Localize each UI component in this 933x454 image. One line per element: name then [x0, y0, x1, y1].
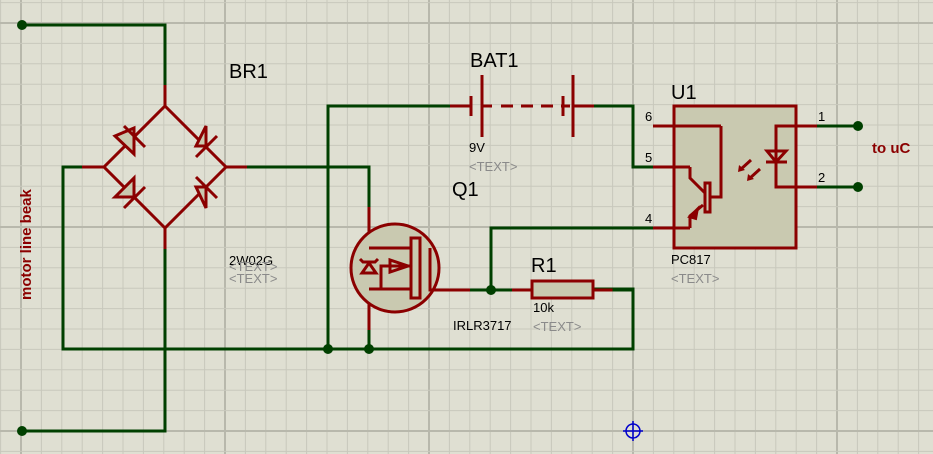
wire-battery-pos[interactable]: [592, 104, 655, 169]
wire-battery-neg[interactable]: [326, 104, 452, 351]
q1-ref: Q1: [452, 179, 479, 201]
q1-value: IRLR3717: [453, 318, 512, 333]
zener-diode-icon: [358, 257, 380, 275]
terminal-uc-1[interactable]: [853, 121, 863, 131]
motor-line-label: motor line beak: [18, 188, 35, 300]
wire-bridge-right[interactable]: [245, 165, 371, 209]
terminal-uc-2[interactable]: [853, 182, 863, 192]
br1-ref: BR1: [229, 61, 268, 83]
r1-text: <TEXT>: [533, 319, 581, 334]
terminal-motor-top[interactable]: [17, 20, 27, 30]
pin-label-1: 1: [818, 109, 825, 124]
light-arrows-icon: [738, 158, 762, 181]
r1-value: 10k: [533, 300, 554, 315]
pin-label-2: 2: [818, 170, 825, 185]
diode-icon: [112, 124, 147, 158]
wire-motor-bottom[interactable]: [20, 247, 167, 433]
pin-label-4: 4: [645, 211, 652, 226]
br1-text: <TEXT>: [229, 271, 277, 286]
br1-text: <TEXT>: [229, 259, 277, 274]
pin-label-5: 5: [645, 150, 652, 165]
battery-bat1[interactable]: BAT1 9V <TEXT>: [450, 50, 594, 174]
wire-pin4[interactable]: [489, 226, 655, 292]
origin-crosshair-icon: [623, 421, 643, 441]
terminal-motor-bottom[interactable]: [17, 426, 27, 436]
u1-value: PC817: [671, 252, 711, 267]
diode-icon: [111, 174, 147, 210]
u1-ref: U1: [671, 82, 697, 104]
wire-motor-top[interactable]: [20, 23, 167, 87]
optocoupler-u1[interactable]: 6 5 4 1 2 U1 PC817 <TEXT>: [645, 82, 825, 286]
u1-text: <TEXT>: [671, 271, 719, 286]
diode-icon: [193, 125, 219, 159]
mosfet-q1[interactable]: Q1 IRLR3717: [349, 179, 512, 333]
bridge-rectifier-br1[interactable]: BR1 2W02G <TEXT> <TEXT>: [82, 61, 277, 286]
diode-icon: [193, 175, 219, 209]
r1-ref: R1: [531, 255, 557, 277]
bat1-value: 9V: [469, 140, 485, 155]
junction-dot: [323, 344, 333, 354]
junction-dot: [364, 344, 374, 354]
pin-label-6: 6: [645, 109, 652, 124]
resistor-r1[interactable]: R1 10k <TEXT>: [512, 255, 635, 334]
bat1-text: <TEXT>: [469, 159, 517, 174]
junction-dot: [486, 285, 496, 295]
bat1-ref: BAT1: [470, 50, 519, 72]
to-uc-label: to uC: [872, 140, 910, 157]
led-diode-icon: [763, 149, 790, 165]
br1-value: 2W02G: [229, 253, 273, 268]
